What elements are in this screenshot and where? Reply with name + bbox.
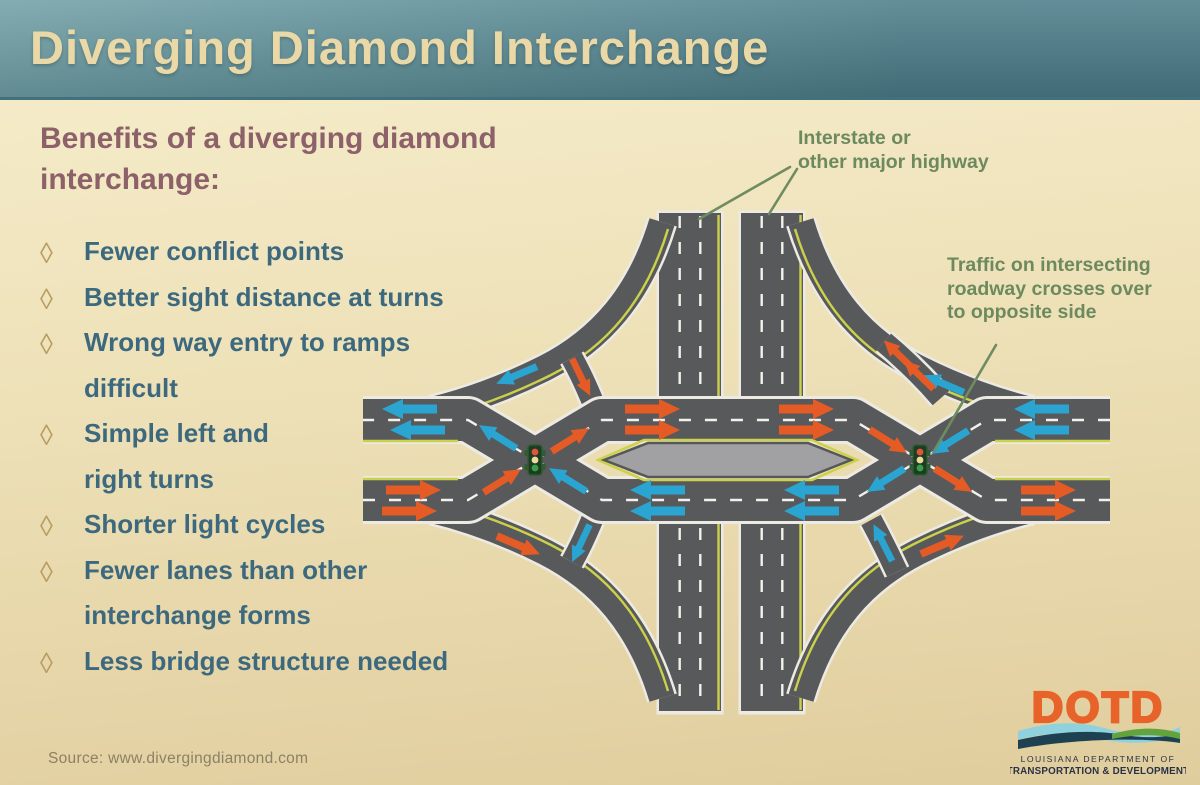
- benefit-item-continued: right turns: [40, 464, 510, 510]
- label-line: to opposite side: [947, 301, 1097, 323]
- median-island: [594, 438, 861, 482]
- benefit-item: ◊ Less bridge structure needed: [40, 646, 510, 692]
- benefit-item: ◊ Simple left and: [40, 418, 510, 464]
- traffic-signal-icon-right: [908, 444, 932, 476]
- pointer-line-highway-left: [697, 165, 792, 221]
- diamond-bullet-icon: ◊: [40, 509, 53, 543]
- pointer-line-highway-right: [767, 167, 799, 216]
- benefit-text: Better sight distance at turns: [84, 281, 444, 312]
- benefit-text: Wrong way entry to ramps: [84, 327, 411, 357]
- label-crossover: Traffic on intersecting roadway crosses …: [947, 254, 1152, 325]
- diamond-bullet-icon: ◊: [40, 554, 53, 589]
- lane-markings: [363, 418, 1110, 502]
- benefit-item: ◊ Wrong way entry to ramps: [40, 327, 510, 373]
- traffic-signal-icon-left: [523, 444, 547, 476]
- pointer-line-crossover: [932, 343, 998, 453]
- benefit-item: ◊ Fewer conflict points: [40, 236, 510, 282]
- label-interstate: Interstate or other major highway: [798, 127, 989, 174]
- benefit-item: ◊ Fewer lanes than other: [40, 555, 510, 601]
- label-line: Interstate or: [798, 127, 911, 149]
- benefit-text: difficult: [84, 372, 178, 403]
- logo-caption-2: TRANSPORTATION & DEVELOPMENT: [1010, 766, 1186, 777]
- label-line: Traffic on intersecting: [947, 254, 1151, 276]
- diamond-bullet-icon: ◊: [40, 418, 53, 452]
- title-bar: Diverging Diamond Interchange: [0, 0, 1200, 100]
- benefit-item-continued: interchange forms: [40, 600, 510, 646]
- logo-caption-1: LOUISIANA DEPARTMENT OF: [1021, 754, 1176, 764]
- benefit-text: Less bridge structure needed: [84, 645, 449, 676]
- diamond-bullet-icon: ◊: [40, 236, 53, 270]
- source-text: Source: www.divergingdiamond.com: [48, 750, 309, 767]
- benefit-text: Fewer conflict points: [84, 236, 345, 266]
- benefit-text: Shorter light cycles: [84, 509, 326, 539]
- benefit-text: interchange forms: [84, 600, 311, 630]
- benefit-text: right turns: [84, 463, 214, 494]
- benefits-list: ◊ Fewer conflict points ◊ Better sight dist…: [40, 236, 510, 691]
- logo-waves-icon: [1018, 723, 1180, 749]
- benefits-heading: Benefits of a diverging diamond intercha…: [40, 122, 497, 197]
- benefit-text: Simple left and: [84, 418, 269, 448]
- dotd-logo: DOTD LOUISIANA DEPARTMENT OF TRANSPORTAT…: [1010, 685, 1186, 777]
- diamond-bullet-icon: ◊: [40, 645, 53, 680]
- benefit-text: Fewer lanes than other: [84, 554, 368, 585]
- page-title: Diverging Diamond Interchange: [30, 21, 770, 74]
- pointer-lines: [697, 165, 998, 453]
- benefit-item: ◊ Better sight distance at turns: [40, 282, 510, 328]
- benefit-item-continued: difficult: [40, 373, 510, 419]
- label-line: roadway crosses over: [947, 277, 1152, 300]
- benefit-item: ◊ Shorter light cycles: [40, 509, 510, 555]
- diamond-bullet-icon: ◊: [40, 327, 53, 361]
- label-line: other major highway: [798, 150, 989, 173]
- diamond-bullet-icon: ◊: [40, 281, 53, 316]
